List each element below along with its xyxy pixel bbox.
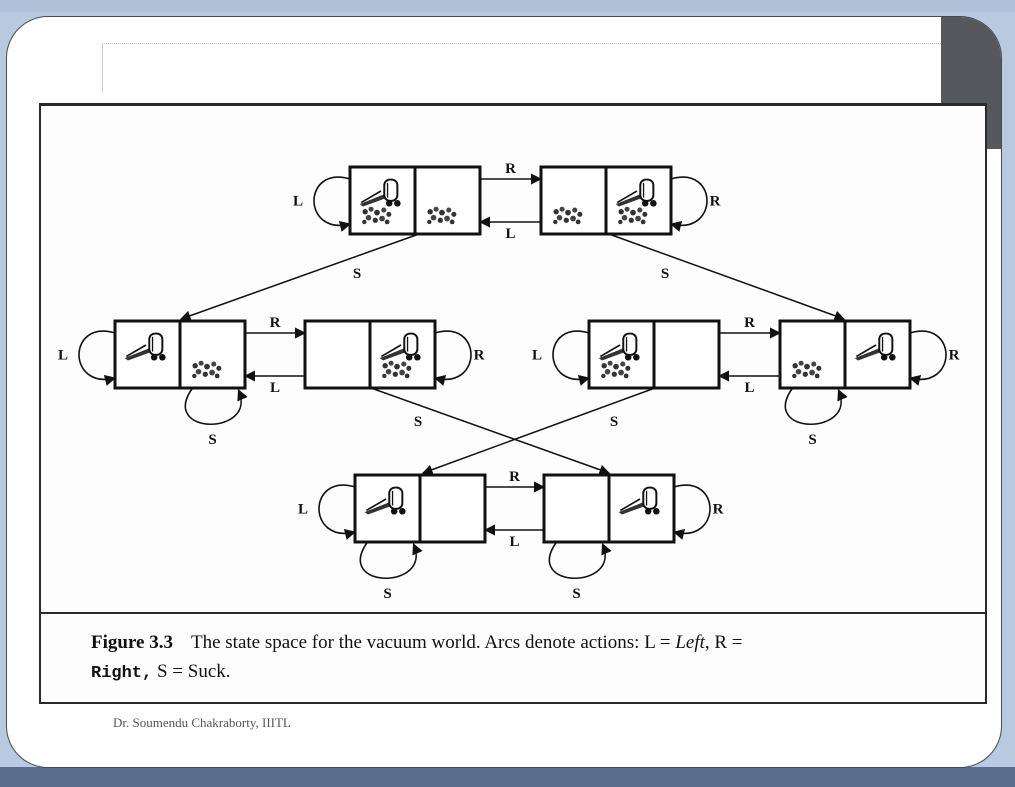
arc-suck [370, 387, 610, 475]
label-right: R [474, 348, 485, 364]
label-left: L [270, 380, 280, 396]
state-3-right-square-box [178, 319, 247, 390]
state-1-right-square-box [413, 165, 482, 236]
slide: R L R L R L R L L R L R L R L R S S S S S S S S Figure 3.3 The s… [6, 16, 1002, 768]
state-space-diagram: R L R L R L R L L R L R L R L R S S S S S S S S [58, 161, 960, 602]
slide-title-placeholder [102, 43, 1001, 92]
caption-divider [41, 612, 985, 614]
state-7-right-square [418, 473, 487, 544]
label-right: R [949, 348, 960, 364]
caption-text-3: S = Suck. [152, 661, 231, 682]
state-8-left-square [542, 473, 611, 544]
state-8-left-square-box [542, 473, 611, 544]
state-nodes [113, 165, 912, 544]
state-7-right-square-box [418, 473, 487, 544]
state-7-left-square [353, 473, 422, 544]
label-suck: S [808, 432, 816, 448]
label-suck: S [572, 586, 580, 602]
label-left: L [298, 502, 308, 518]
state-1-left-square-box [348, 165, 417, 236]
label-left: L [505, 226, 515, 242]
label-right: R [509, 469, 520, 485]
action-arcs [78, 173, 947, 579]
self-loop-left [318, 484, 357, 540]
state-6-left-square [778, 319, 847, 390]
caption-text-2: , R = [704, 632, 743, 653]
state-8-right-square-box [607, 473, 676, 544]
label-left: L [58, 348, 68, 364]
state-7-left-square-box [353, 473, 422, 544]
label-suck: S [610, 414, 618, 430]
self-loop-suck [359, 541, 423, 579]
state-1-left-square [348, 165, 417, 236]
state-5-left-square [587, 319, 656, 390]
label-suck: S [661, 266, 669, 282]
figure-panel: R L R L R L R L L R L R L R L R S S S S S S S S Figure 3.3 The s… [39, 103, 987, 704]
self-loop-right [433, 330, 472, 386]
state-4-left-square-box [303, 319, 372, 390]
label-suck: S [208, 432, 216, 448]
self-loop-left [552, 330, 591, 386]
state-1-right-square [413, 165, 482, 236]
state-6-right-square-box [843, 319, 912, 390]
label-left: L [744, 380, 754, 396]
self-loop-right [908, 330, 947, 386]
arc-suck [180, 233, 420, 321]
self-loop-suck [184, 387, 248, 425]
label-left: L [293, 194, 303, 210]
state-3-left-square [113, 319, 182, 390]
self-loop-right [669, 176, 708, 232]
state-3-right-square [178, 319, 247, 390]
figure-caption: Figure 3.3 The state space for the vacuum… [91, 628, 961, 688]
label-left: L [509, 534, 519, 550]
caption-label: Figure 3.3 [91, 632, 173, 653]
self-loop-left [313, 176, 352, 232]
label-right: R [270, 315, 281, 331]
state-2-right-square [604, 165, 673, 236]
label-left: L [532, 348, 542, 364]
state-5-right-square [652, 319, 721, 390]
state-6-right-square [843, 319, 912, 390]
state-2-left-square-box [539, 165, 608, 236]
state-3-left-square-box [113, 319, 182, 390]
label-right: R [710, 194, 721, 210]
label-right: R [744, 315, 755, 331]
state-4-right-square [368, 319, 437, 390]
self-loop-suck [784, 387, 848, 425]
action-labels: R L R L R L R L L R L R L R L R S S S S S S S S [58, 161, 960, 602]
label-right: R [713, 502, 724, 518]
state-8-right-square [607, 473, 676, 544]
window-bottom-bar [0, 767, 1015, 787]
caption-left: Left [675, 632, 705, 653]
state-5-right-square-box [652, 319, 721, 390]
self-loop-left [78, 330, 117, 386]
caption-right: Right, [91, 664, 153, 683]
self-loop-suck [548, 541, 612, 579]
label-suck: S [383, 586, 391, 602]
state-2-right-square-box [604, 165, 673, 236]
state-4-left-square [303, 319, 372, 390]
label-suck: S [353, 266, 361, 282]
state-4-right-square-box [368, 319, 437, 390]
slide-footer: Dr. Soumendu Chakraborty, IIITL [113, 715, 291, 730]
self-loop-right [672, 484, 711, 540]
window-top-bar [0, 0, 1015, 12]
arc-suck [608, 233, 845, 321]
caption-text: The state space for the vacuum world. Ar… [190, 632, 676, 653]
state-2-left-square [539, 165, 608, 236]
label-suck: S [414, 414, 422, 430]
arc-suck [422, 387, 656, 475]
state-5-left-square-box [587, 319, 656, 390]
label-right: R [505, 161, 516, 177]
state-6-left-square-box [778, 319, 847, 390]
